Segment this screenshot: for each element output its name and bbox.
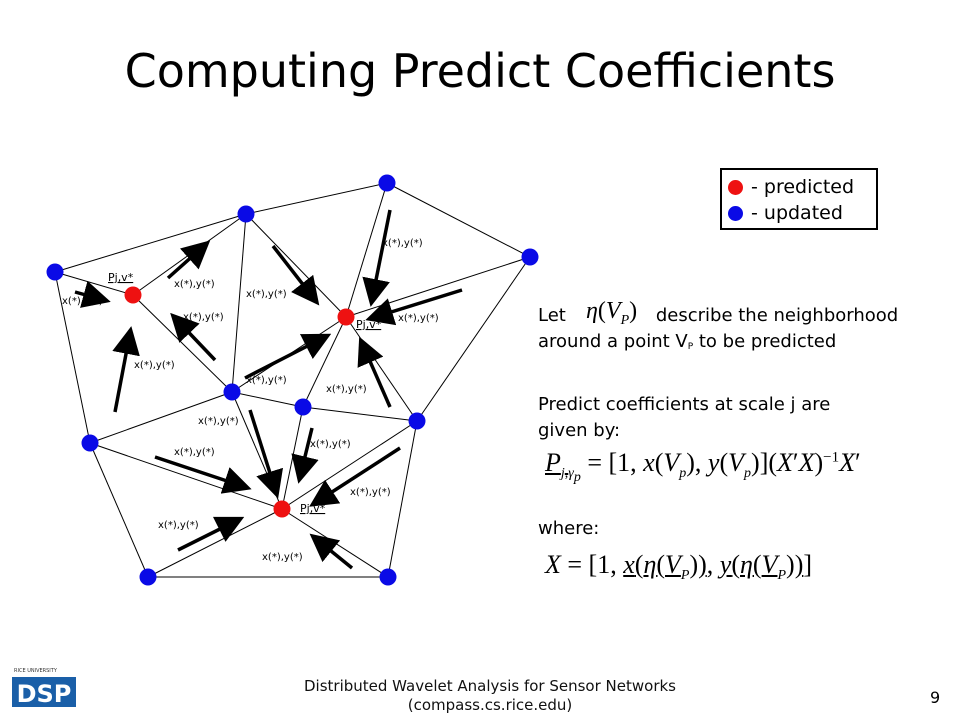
page-number: 9 [930,688,941,707]
updated-node [521,248,539,266]
mesh-edge [302,316,347,408]
updated-node [294,398,312,416]
flow-arrow [271,244,320,306]
coord-label: x(*),y(*) [246,289,287,300]
predict-line-2: given by: [538,420,621,441]
predict-formula: Pj,γp = [1, x(Vp), y(Vp)](X′X)−1X′ [545,448,861,485]
mesh-edge [345,182,388,318]
predicted-dot-icon [728,179,743,195]
coord-label: x(*),y(*) [326,384,367,395]
mesh-edge [281,406,304,510]
legend-updated: - updated [728,202,843,224]
mesh-edge [386,182,531,258]
predicted-node [273,500,291,518]
footer: Distributed Wavelet Analysis for Sensor … [280,677,700,715]
coord-label: x(*),y(*) [183,312,224,323]
coord-label: x(*),y(*) [198,416,239,427]
flow-arrow [170,312,217,362]
updated-dot-icon [728,205,743,221]
coord-label: x(*),y(*) [174,279,215,290]
coord-label: x(*),y(*) [174,447,215,458]
flow-arrow [365,288,463,326]
legend-predicted: - predicted [728,176,854,198]
mesh-edge [416,256,531,422]
x-formula: X = [1, x(η(VP)), y(η(VP))] [545,550,813,584]
mesh-edge [245,213,347,318]
let-description: describe the neighborhood [655,305,899,326]
flow-arrow [357,336,392,408]
mesh-edge [89,442,149,578]
mesh-edge [387,420,418,578]
around-sub: P [687,342,694,352]
predicted-node [337,308,355,326]
rice-dsp-logo: RICE UNIVERSITY DSP [12,668,76,708]
mesh-edge [231,213,247,393]
flow-arrow [362,209,392,307]
legend-box: - predicted - updated [720,168,878,230]
coord-label: x(*),y(*) [62,296,103,307]
updated-node [378,174,396,192]
mesh-edge [147,508,283,578]
coord-label: x(*),y(*) [350,487,391,498]
logo-caption: RICE UNIVERSITY [14,668,58,674]
coord-label: x(*),y(*) [262,552,303,563]
flow-arrow [309,533,354,570]
legend-predicted-label: - predicted [751,176,855,198]
mesh-edge [54,213,247,273]
flow-arrow [248,409,283,499]
updated-node [139,568,157,586]
predicted-node [124,286,142,304]
mesh-edge [345,316,418,422]
legend-updated-label: - updated [751,202,843,224]
flow-arrow [112,326,140,413]
coord-label: x(*),y(*) [382,238,423,249]
coord-label: x(*),y(*) [398,313,439,324]
coord-label: x(*),y(*) [158,520,199,531]
mesh-edge [281,420,418,510]
around-suffix: to be predicted [693,331,837,352]
vertex-label: Pj,v* [300,502,326,515]
mesh-edge [302,406,418,422]
eta-formula: η(VP) [586,298,638,328]
flow-arrow [74,280,111,308]
coord-label: x(*),y(*) [134,360,175,371]
mesh-edge [89,442,283,510]
vertex-label: Pj,v* [108,271,134,284]
flow-arrow [177,516,245,552]
footer-url: (compass.cs.rice.edu) [407,696,573,714]
updated-node [223,383,241,401]
page-title: Computing Predict Coefficients [124,44,836,98]
coord-label: x(*),y(*) [246,375,287,386]
updated-node [46,263,64,281]
neighborhood-description: Let describe the neighborhood around a po… [538,303,898,360]
flow-arrow [244,333,332,380]
coord-label: x(*),y(*) [310,439,351,450]
predict-line-1: Predict coefficients at scale j are [538,394,831,415]
logo-text: DSP [17,680,72,708]
mesh-edge [231,391,304,408]
predict-description: Predict coefficients at scale j are give… [538,392,830,444]
updated-node [379,568,397,586]
updated-node [237,205,255,223]
mesh-edge [281,508,389,578]
footer-title: Distributed Wavelet Analysis for Sensor … [304,677,676,695]
where-text: where: [538,518,600,539]
vertex-label: Pj,v* [356,318,382,331]
around-text: around a point V [538,331,688,352]
updated-node [408,412,426,430]
flow-arrow [309,446,401,507]
updated-node [81,434,99,452]
flow-arrow [166,240,211,280]
mesh-edge [54,271,91,444]
mesh-edge [245,182,388,215]
mesh-edge [132,294,233,393]
let-word: Let [538,305,566,326]
mesh-edge [89,391,233,444]
flow-arrow [291,427,319,484]
flow-arrow [154,455,252,494]
